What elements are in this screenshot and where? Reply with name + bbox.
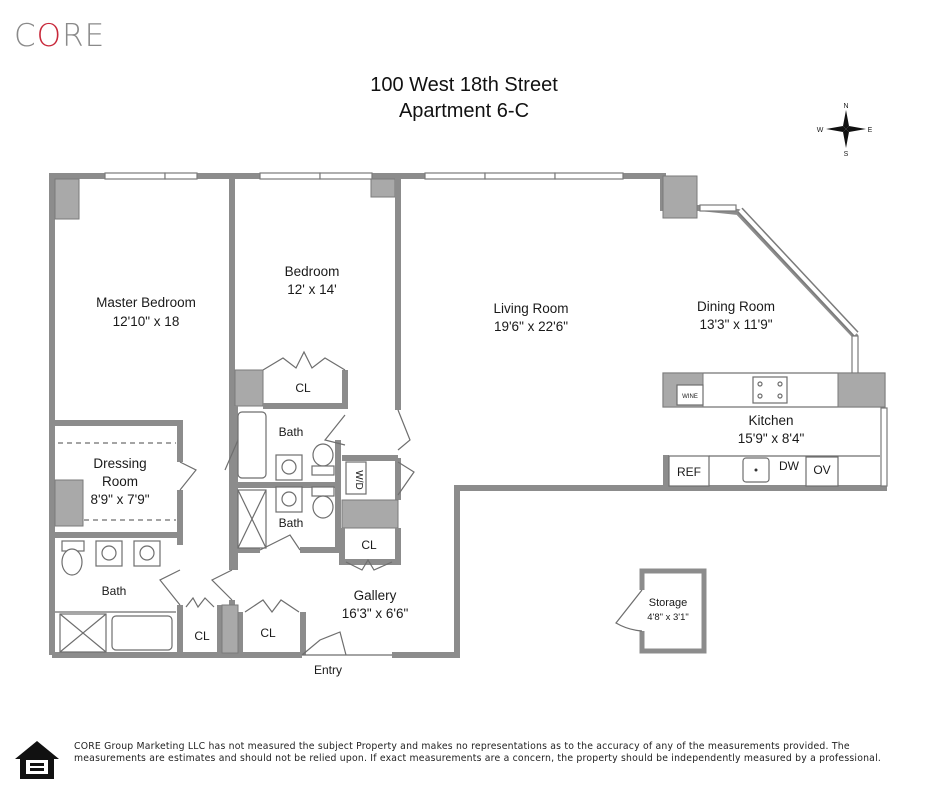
unit-number: Apartment 6-C xyxy=(398,100,530,122)
gallery-size: 16'3" x 6'6" xyxy=(342,606,409,621)
bath-upper-label: Bath xyxy=(279,425,304,439)
interior-walls xyxy=(52,176,415,656)
logo-letter-c: C xyxy=(14,18,37,54)
dining-room-label: Dining Room xyxy=(697,299,775,314)
compass-s: S xyxy=(844,151,849,158)
logo-letters-re: RE xyxy=(62,18,106,54)
logo-letter-o: O xyxy=(36,18,63,54)
address: 100 West 18th Street xyxy=(370,74,558,96)
bedroom-size: 12' x 14' xyxy=(287,282,336,297)
master-bedroom-label: Master Bedroom xyxy=(96,295,196,310)
dressing-room-label-1: Dressing xyxy=(93,456,146,471)
compass-n: N xyxy=(843,103,848,110)
room-labels: Master Bedroom 12'10" x 18 Bedroom 12' x… xyxy=(90,264,804,677)
master-bedroom-size: 12'10" x 18 xyxy=(113,314,180,329)
kitchen-fixtures: WINE REF DW OV xyxy=(662,372,886,488)
compass-e: E xyxy=(868,127,873,134)
storage-size: 4'8" x 3'1" xyxy=(647,612,689,623)
bedroom-label: Bedroom xyxy=(285,264,340,279)
oven-label: OV xyxy=(813,463,830,477)
entry-label: Entry xyxy=(314,663,342,677)
core-logo: CORE xyxy=(14,18,105,54)
dining-room-size: 13'3" x 11'9" xyxy=(699,317,772,332)
bedroom-closet-label: CL xyxy=(295,381,311,395)
dressing-room-size: 8'9" x 7'9" xyxy=(90,492,149,507)
gallery-closet-label: CL xyxy=(361,538,377,552)
measurement-disclaimer: CORE Group Marketing LLC has not measure… xyxy=(74,741,882,764)
master-bath-label: Bath xyxy=(102,584,127,598)
kitchen-size: 15'9" x 8'4" xyxy=(738,431,805,446)
storage-label: Storage xyxy=(649,597,688,609)
refrigerator-label: REF xyxy=(677,465,701,479)
master-closet-label: CL xyxy=(194,629,210,643)
gallery-label: Gallery xyxy=(354,588,397,603)
dressing-room-label-2: Room xyxy=(102,474,138,489)
bath-lower-label: Bath xyxy=(279,516,304,530)
wine-fridge-label: WINE xyxy=(682,394,698,400)
living-room-size: 19'6" x 22'6" xyxy=(494,319,568,334)
storage-unit xyxy=(615,568,707,654)
dishwasher-label: DW xyxy=(779,459,800,473)
equal-housing-opportunity-icon xyxy=(15,741,59,779)
entry-closet-label: CL xyxy=(260,626,276,640)
living-room-label: Living Room xyxy=(493,301,568,316)
kitchen-label: Kitchen xyxy=(748,413,793,428)
compass-w: W xyxy=(817,127,824,134)
washer-dryer-label: W/D xyxy=(353,470,364,489)
compass-rose-icon: N S W E xyxy=(817,103,873,158)
listing-title: 100 West 18th Street Apartment 6-C xyxy=(0,72,928,124)
